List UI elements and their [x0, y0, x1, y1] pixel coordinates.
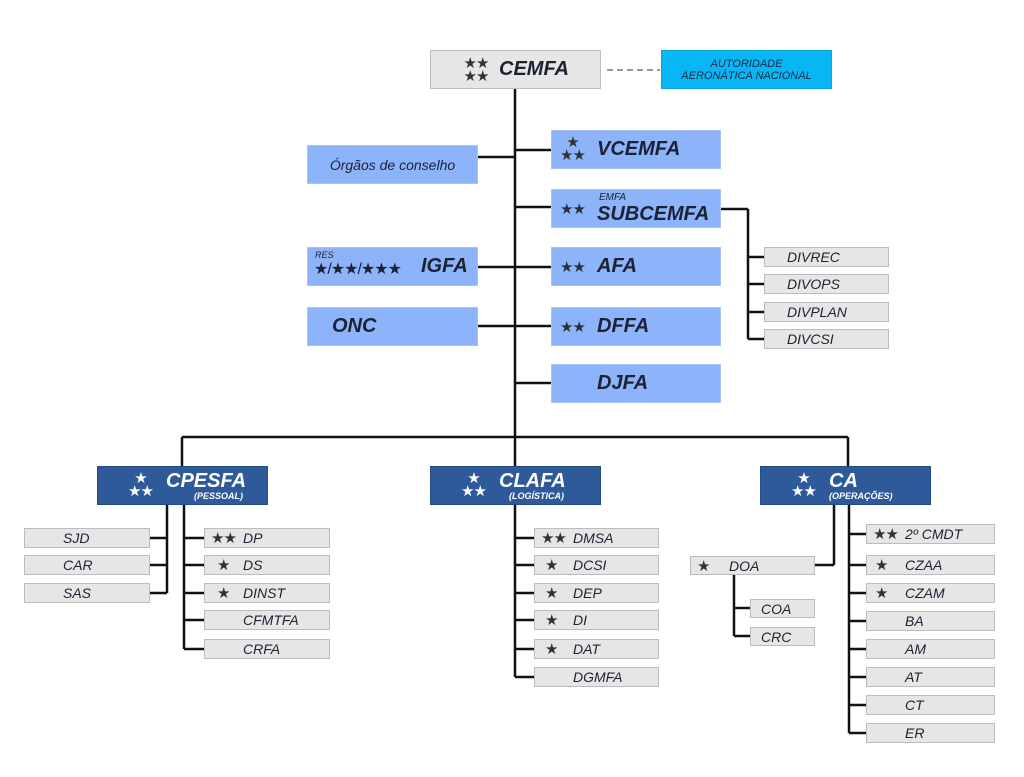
- cpesfa-box: ★ ★★ CPESFA (PESSOAL): [97, 466, 268, 505]
- div-box: DIVREC: [764, 247, 889, 267]
- cpesfa-right-box: ★DINST: [204, 583, 330, 603]
- clafa-item-box: ★DAT: [534, 639, 659, 659]
- ca-sub: (OPERAÇÕES): [829, 491, 893, 501]
- afa-box: ★★ AFA: [551, 247, 721, 286]
- ca-label: CA: [829, 470, 858, 492]
- clafa-item-box: ★★DMSA: [534, 528, 659, 548]
- clafa-sub: (LOGÍSTICA): [509, 491, 564, 501]
- authority-box: AUTORIDADE AERONÁTICA NACIONAL: [661, 50, 832, 89]
- div-box: DIVCSI: [764, 329, 889, 349]
- clafa-box: ★ ★★ CLAFA (LOGÍSTICA): [430, 466, 601, 505]
- cpesfa-right-box: ★DS: [204, 555, 330, 575]
- doa-child-box: CRC: [750, 627, 815, 646]
- ca-item-box: ★★2º CMDT: [866, 524, 995, 544]
- div-box: DIVOPS: [764, 274, 889, 294]
- councils-label: Órgãos de conselho: [329, 156, 456, 173]
- dffa-box: ★★ DFFA: [551, 307, 721, 346]
- subcemfa-box: ★★ EMFA SUBCEMFA: [551, 189, 721, 228]
- vcemfa-stars: ★ ★★: [560, 134, 586, 164]
- ca-item-box: AT: [866, 667, 995, 687]
- ca-item-box: CT: [866, 695, 995, 715]
- subcemfa-stars: ★★: [560, 200, 586, 218]
- onc-label: ONC: [332, 315, 377, 337]
- clafa-label: CLAFA: [499, 470, 566, 492]
- igfa-stars: ★/★★/★★★: [314, 261, 402, 278]
- clafa-item-box: ★DCSI: [534, 555, 659, 575]
- authority-line1: AUTORIDADE: [710, 57, 783, 70]
- djfa-box: DJFA: [551, 364, 721, 403]
- cemfa-stars: ★★ ★★: [463, 55, 490, 85]
- clafa-item-box: ★DEP: [534, 583, 659, 603]
- igfa-label: IGFA: [421, 255, 468, 277]
- councils-box: Órgãos de conselho: [307, 145, 478, 184]
- vcemfa-label: VCEMFA: [597, 138, 681, 160]
- clafa-item-box: DGMFA: [534, 667, 659, 687]
- subcemfa-label: SUBCEMFA: [597, 203, 710, 225]
- ca-item-box: ★CZAM: [866, 583, 995, 603]
- cpesfa-left-box: CAR: [24, 555, 150, 575]
- ca-item-box: ER: [866, 723, 995, 743]
- cemfa-label: CEMFA: [499, 58, 569, 80]
- onc-box: ONC: [307, 307, 478, 346]
- igfa-box: RES ★/★★/★★★ IGFA: [307, 247, 478, 286]
- div-box: DIVPLAN: [764, 302, 889, 322]
- cpesfa-left-box: SJD: [24, 528, 150, 548]
- vcemfa-box: ★ ★★ VCEMFA: [551, 130, 721, 169]
- dffa-stars: ★★: [560, 318, 586, 336]
- ca-box: ★ ★★ CA (OPERAÇÕES): [760, 466, 931, 505]
- cpesfa-label: CPESFA: [166, 470, 247, 492]
- dffa-label: DFFA: [597, 315, 650, 337]
- clafa-stars: ★ ★★: [461, 470, 487, 500]
- subcemfa-prefix: EMFA: [599, 192, 627, 203]
- ca-item-box: AM: [866, 639, 995, 659]
- afa-label: AFA: [597, 255, 637, 277]
- ca-item-box: ★CZAA: [866, 555, 995, 575]
- cpesfa-right-box: ★★DP: [204, 528, 330, 548]
- cpesfa-sub: (PESSOAL): [194, 491, 244, 501]
- cpesfa-stars: ★ ★★: [128, 470, 154, 500]
- ca-item-box: BA: [866, 611, 995, 631]
- doa-box: ★DOA: [690, 556, 815, 575]
- cemfa-box: ★★ ★★ CEMFA: [430, 50, 601, 89]
- djfa-label: DJFA: [597, 372, 649, 394]
- doa-child-box: COA: [750, 599, 815, 618]
- cpesfa-right-box: CFMTFA: [204, 610, 330, 630]
- ca-stars: ★ ★★: [791, 470, 817, 500]
- afa-stars: ★★: [560, 258, 586, 276]
- igfa-prefix: RES: [315, 250, 334, 260]
- authority-line2: AERONÁTICA NACIONAL: [681, 69, 812, 82]
- cpesfa-left-box: SAS: [24, 583, 150, 603]
- clafa-item-box: ★DI: [534, 610, 659, 630]
- cpesfa-right-box: CRFA: [204, 639, 330, 659]
